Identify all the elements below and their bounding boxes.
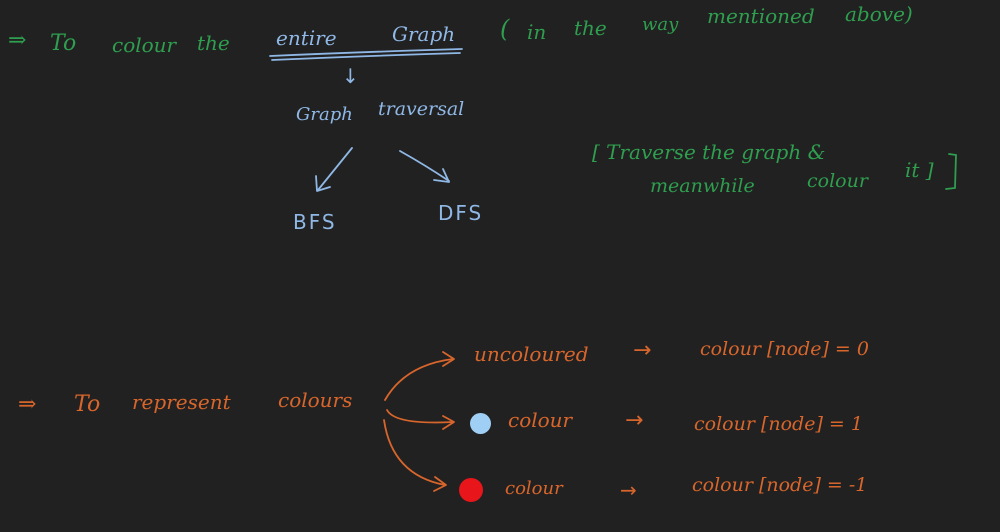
branch-curve-2 (386, 409, 454, 424)
note-line-1: [ Traverse the graph & (592, 140, 826, 164)
note-bracket (945, 153, 957, 190)
word-to: To (50, 31, 77, 56)
implies-arrow-2: ⇒ (18, 392, 37, 417)
branch-result-1: colour [node] = 0 (700, 338, 869, 360)
branch-head-2 (442, 415, 455, 430)
note-word-meanwhile: meanwhile (650, 175, 755, 197)
branch-head-1 (442, 351, 455, 367)
word-way: way (642, 14, 679, 35)
word-traversal: traversal (378, 98, 465, 120)
arrow-to-bfs (317, 147, 353, 191)
word-colour: colour (112, 33, 177, 57)
note-word-colour: colour (807, 170, 868, 192)
branch-result-2: colour [node] = 1 (694, 413, 863, 435)
branch-curve-3 (383, 419, 446, 486)
paren-open: ( (500, 15, 510, 43)
arrowhead-dfs (433, 168, 450, 183)
note-word-it: it ] (905, 158, 934, 182)
word-the: the (197, 31, 230, 55)
branch-result-3: colour [node] = -1 (692, 474, 868, 496)
word-above: above) (845, 2, 913, 26)
branch-head-3 (433, 476, 447, 492)
branch-arrow-3: → (620, 478, 637, 502)
word-represent: represent (132, 390, 231, 414)
word-colours: colours (278, 388, 353, 412)
down-arrow: ↓ (342, 64, 359, 88)
label-dfs: DFS (438, 201, 484, 225)
word-mentioned: mentioned (707, 4, 815, 28)
word-to-2: To (74, 392, 101, 417)
implies-arrow-1: ⇒ (8, 28, 27, 53)
underline-2 (271, 52, 461, 61)
word-graph-2: Graph (296, 104, 353, 125)
branch-label-uncoloured: uncoloured (474, 342, 589, 366)
word-in: in (527, 20, 547, 44)
branch-curve-1 (384, 358, 454, 401)
blue-dot (470, 413, 491, 434)
label-bfs: BFS (293, 210, 337, 234)
branch-arrow-1: → (633, 338, 652, 363)
arrow-to-dfs (399, 150, 450, 182)
branch-label-colour-1: colour (508, 408, 573, 432)
word-graph: Graph (392, 22, 456, 46)
word-the-2: the (574, 16, 607, 40)
branch-label-colour-2: colour (505, 478, 563, 499)
branch-arrow-2: → (625, 408, 644, 433)
arrowhead-bfs (315, 175, 331, 192)
underline-1 (269, 48, 463, 57)
red-dot (459, 478, 483, 502)
word-entire: entire (276, 26, 337, 50)
